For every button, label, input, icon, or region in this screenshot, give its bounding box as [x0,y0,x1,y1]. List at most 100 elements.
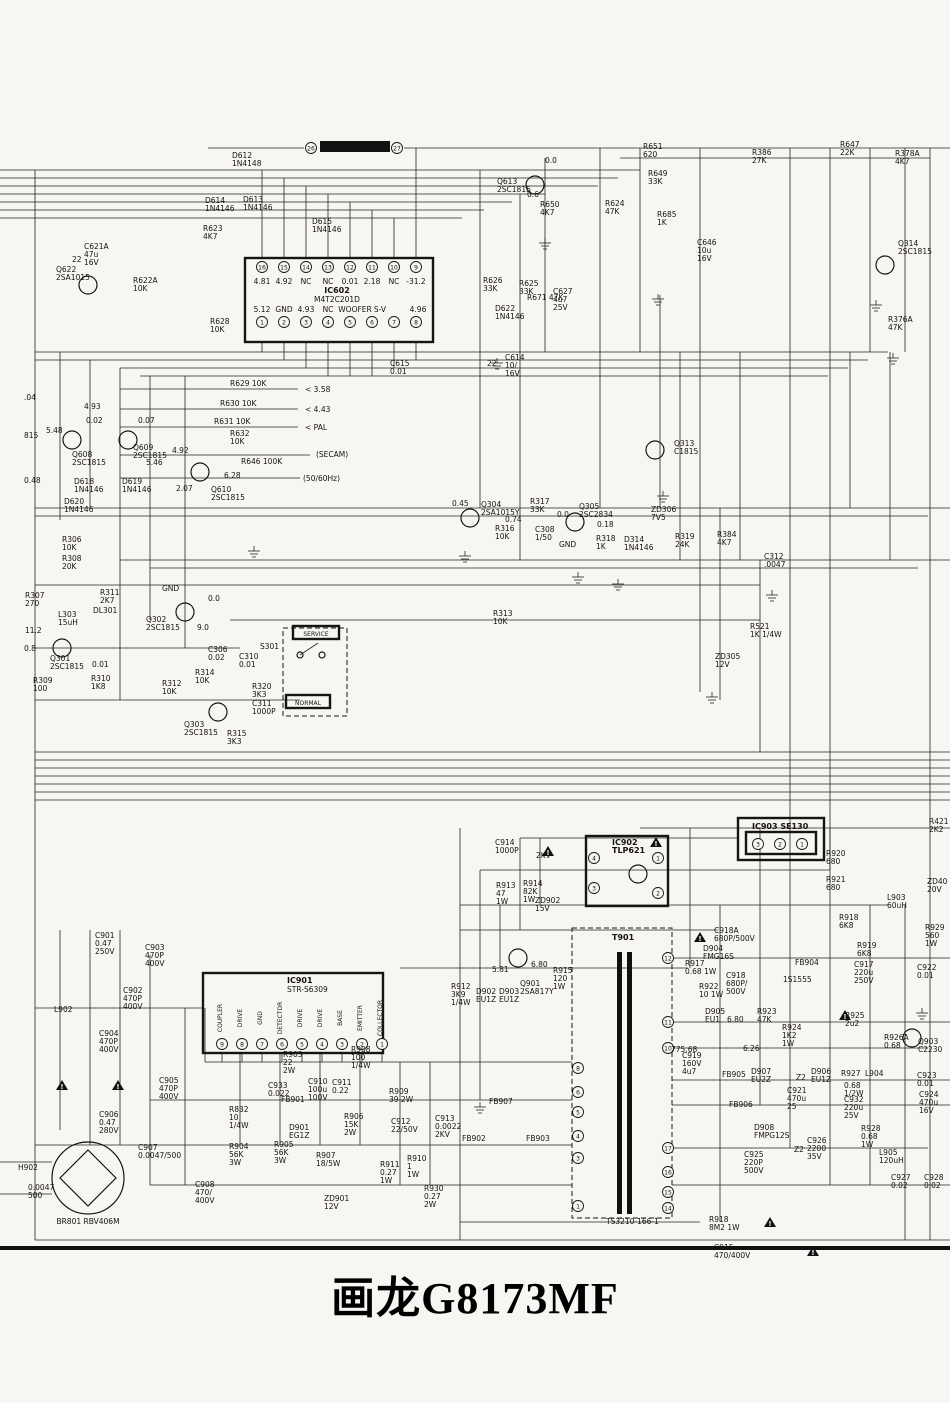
pin-number: 7 [260,1041,264,1048]
pin-number: 8 [414,319,418,326]
component-label: R671 47K [527,293,564,302]
component-label: 0.0 [545,156,557,165]
component-label: DRIVE [317,1009,324,1028]
ground-symbol [539,238,551,250]
pin-circle [278,261,290,273]
pin-circle [344,261,356,273]
pin-number: 11 [664,1019,672,1026]
pin-number: 2 [656,890,660,897]
pin-number: 5 [348,319,352,326]
component-label: .04 [24,393,36,402]
component-label: GND [559,540,576,549]
pin-number: 5 [576,1109,580,1116]
component-label: 5.12 [254,305,271,314]
ground-symbol [766,590,778,602]
ic-box [201,971,385,1055]
component-label: 5.81 [492,965,509,974]
warning-icon [694,932,706,942]
pin-number: 1 [576,1203,580,1210]
component-label: (50/60Hz) [303,474,340,483]
transistor-symbol [525,175,545,195]
pin-circle [662,1166,674,1178]
pin-number: 2 [360,1041,364,1048]
component-label: WOOFER [338,305,372,314]
transistor-symbol [645,440,665,460]
pin-number: 1 [800,841,804,848]
component-label: S301 [260,642,279,651]
warning-exclamation: ! [654,840,657,848]
component-label: L904 [865,1069,884,1078]
component-label: L902 [54,1005,73,1014]
model-title: 画龙G8173MF [331,1274,619,1323]
component-label: GND [162,584,179,593]
transistor-symbol [875,255,895,275]
ground-symbol [572,572,584,584]
pin-number: 8 [576,1065,580,1072]
component-label: Z2 [796,1073,806,1082]
pin-number: 1 [656,855,660,862]
pin-number: 5 [300,1041,304,1048]
pin-number: 3 [576,1155,580,1162]
transistor-symbol [208,702,228,722]
component-label: < PAL [305,423,328,432]
pin-circle [662,1016,674,1028]
component-label: < 4.43 [305,405,331,414]
component-label: Z2 [794,1145,804,1154]
pin-number: 9 [220,1041,224,1048]
ground-symbol [916,1008,928,1020]
warning-exclamation: ! [811,1249,814,1257]
pin-circle [216,1038,228,1050]
warning-icon [56,1080,68,1090]
component-label: T901 [612,933,635,942]
pin-circle [256,261,268,273]
component-label: 4.93 [298,305,315,314]
transistor-symbol [175,602,195,622]
transistor-symbol [460,508,480,528]
pin-number: 13 [324,264,332,271]
pin-number: 1 [260,319,264,326]
warning-icon [650,837,662,847]
solid-bar [0,1246,950,1250]
transistor-symbol [902,1028,922,1048]
component-label: 11.2 [25,626,42,635]
component-label: 22 [487,359,497,368]
component-label: 0.74 [505,515,522,524]
transistor-symbol [565,512,585,532]
pin-number: 4 [320,1041,324,1048]
